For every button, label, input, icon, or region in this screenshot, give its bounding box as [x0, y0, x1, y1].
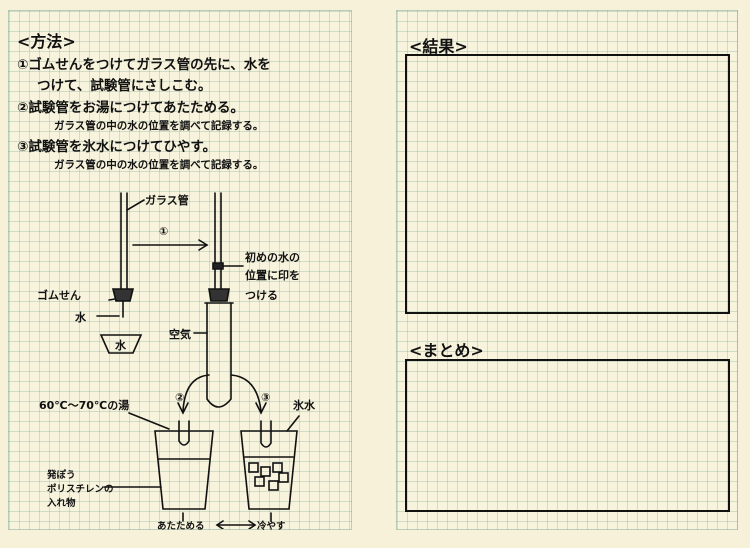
- water-label: 水: [75, 311, 86, 324]
- rubber-stopper-left: [111, 288, 135, 302]
- mark-label-3: つける: [245, 289, 278, 302]
- ice-cup: [240, 430, 298, 510]
- results-heading: <結果>: [409, 37, 468, 56]
- container-label-2: ポリスチレンの: [47, 484, 114, 495]
- step3-text: ③試験管を氷水につけてひやす。: [17, 139, 217, 155]
- step3-note: ガラス管の中の水の位置を調べて記録する。: [54, 159, 264, 171]
- summary-box: [405, 359, 730, 512]
- water-dish: [99, 334, 143, 354]
- mark-label-1: 初めの水の: [245, 251, 300, 264]
- experiment-diagram: [96, 192, 300, 529]
- container-label-1: 発ぽう: [47, 470, 76, 481]
- dish-water-label: 水: [115, 339, 126, 352]
- step1-line2: つけて、試験管にさしこむ。: [37, 78, 212, 94]
- rubber-stopper-right: [208, 288, 230, 302]
- results-box: [405, 54, 730, 314]
- test-tube: [206, 302, 232, 408]
- cool-label: 冷やす: [257, 521, 286, 532]
- water-mark: [212, 262, 224, 270]
- container-label-3: 入れ物: [47, 498, 76, 509]
- glass-tube-label: ガラス管: [145, 194, 189, 207]
- step2-text: ②試験管をお湯につけてあたためる。: [17, 100, 245, 116]
- summary-heading: <まとめ>: [409, 341, 484, 360]
- arrow-to-ice: [230, 374, 262, 412]
- hot-water-label: 60℃～70℃の湯: [39, 399, 130, 412]
- step1-line1: ①ゴムせんをつけてガラス管の先に、水を: [17, 57, 271, 73]
- hot-cup: [154, 430, 214, 510]
- arrow-step1-label: ①: [159, 225, 169, 238]
- binding-gutter: [360, 0, 384, 548]
- warm-label: あたためる: [157, 521, 205, 532]
- air-label: 空気: [169, 328, 191, 341]
- arrow-to-hot: [182, 374, 210, 412]
- right-page: <結果> <まとめ>: [396, 10, 738, 530]
- rubber-stopper-label: ゴムせん: [37, 289, 81, 302]
- step2-circle: ②: [175, 391, 185, 404]
- step3-circle: ③: [261, 391, 271, 404]
- left-page: <方法> ①ゴムせんをつけてガラス管の先に、水を つけて、試験管にさしこむ。 ②…: [8, 10, 352, 532]
- method-heading: <方法>: [17, 32, 76, 51]
- mark-label-2: 位置に印を: [245, 269, 300, 282]
- step2-note: ガラス管の中の水の位置を調べて記録する。: [54, 120, 264, 132]
- ice-water-label: 氷水: [293, 399, 315, 412]
